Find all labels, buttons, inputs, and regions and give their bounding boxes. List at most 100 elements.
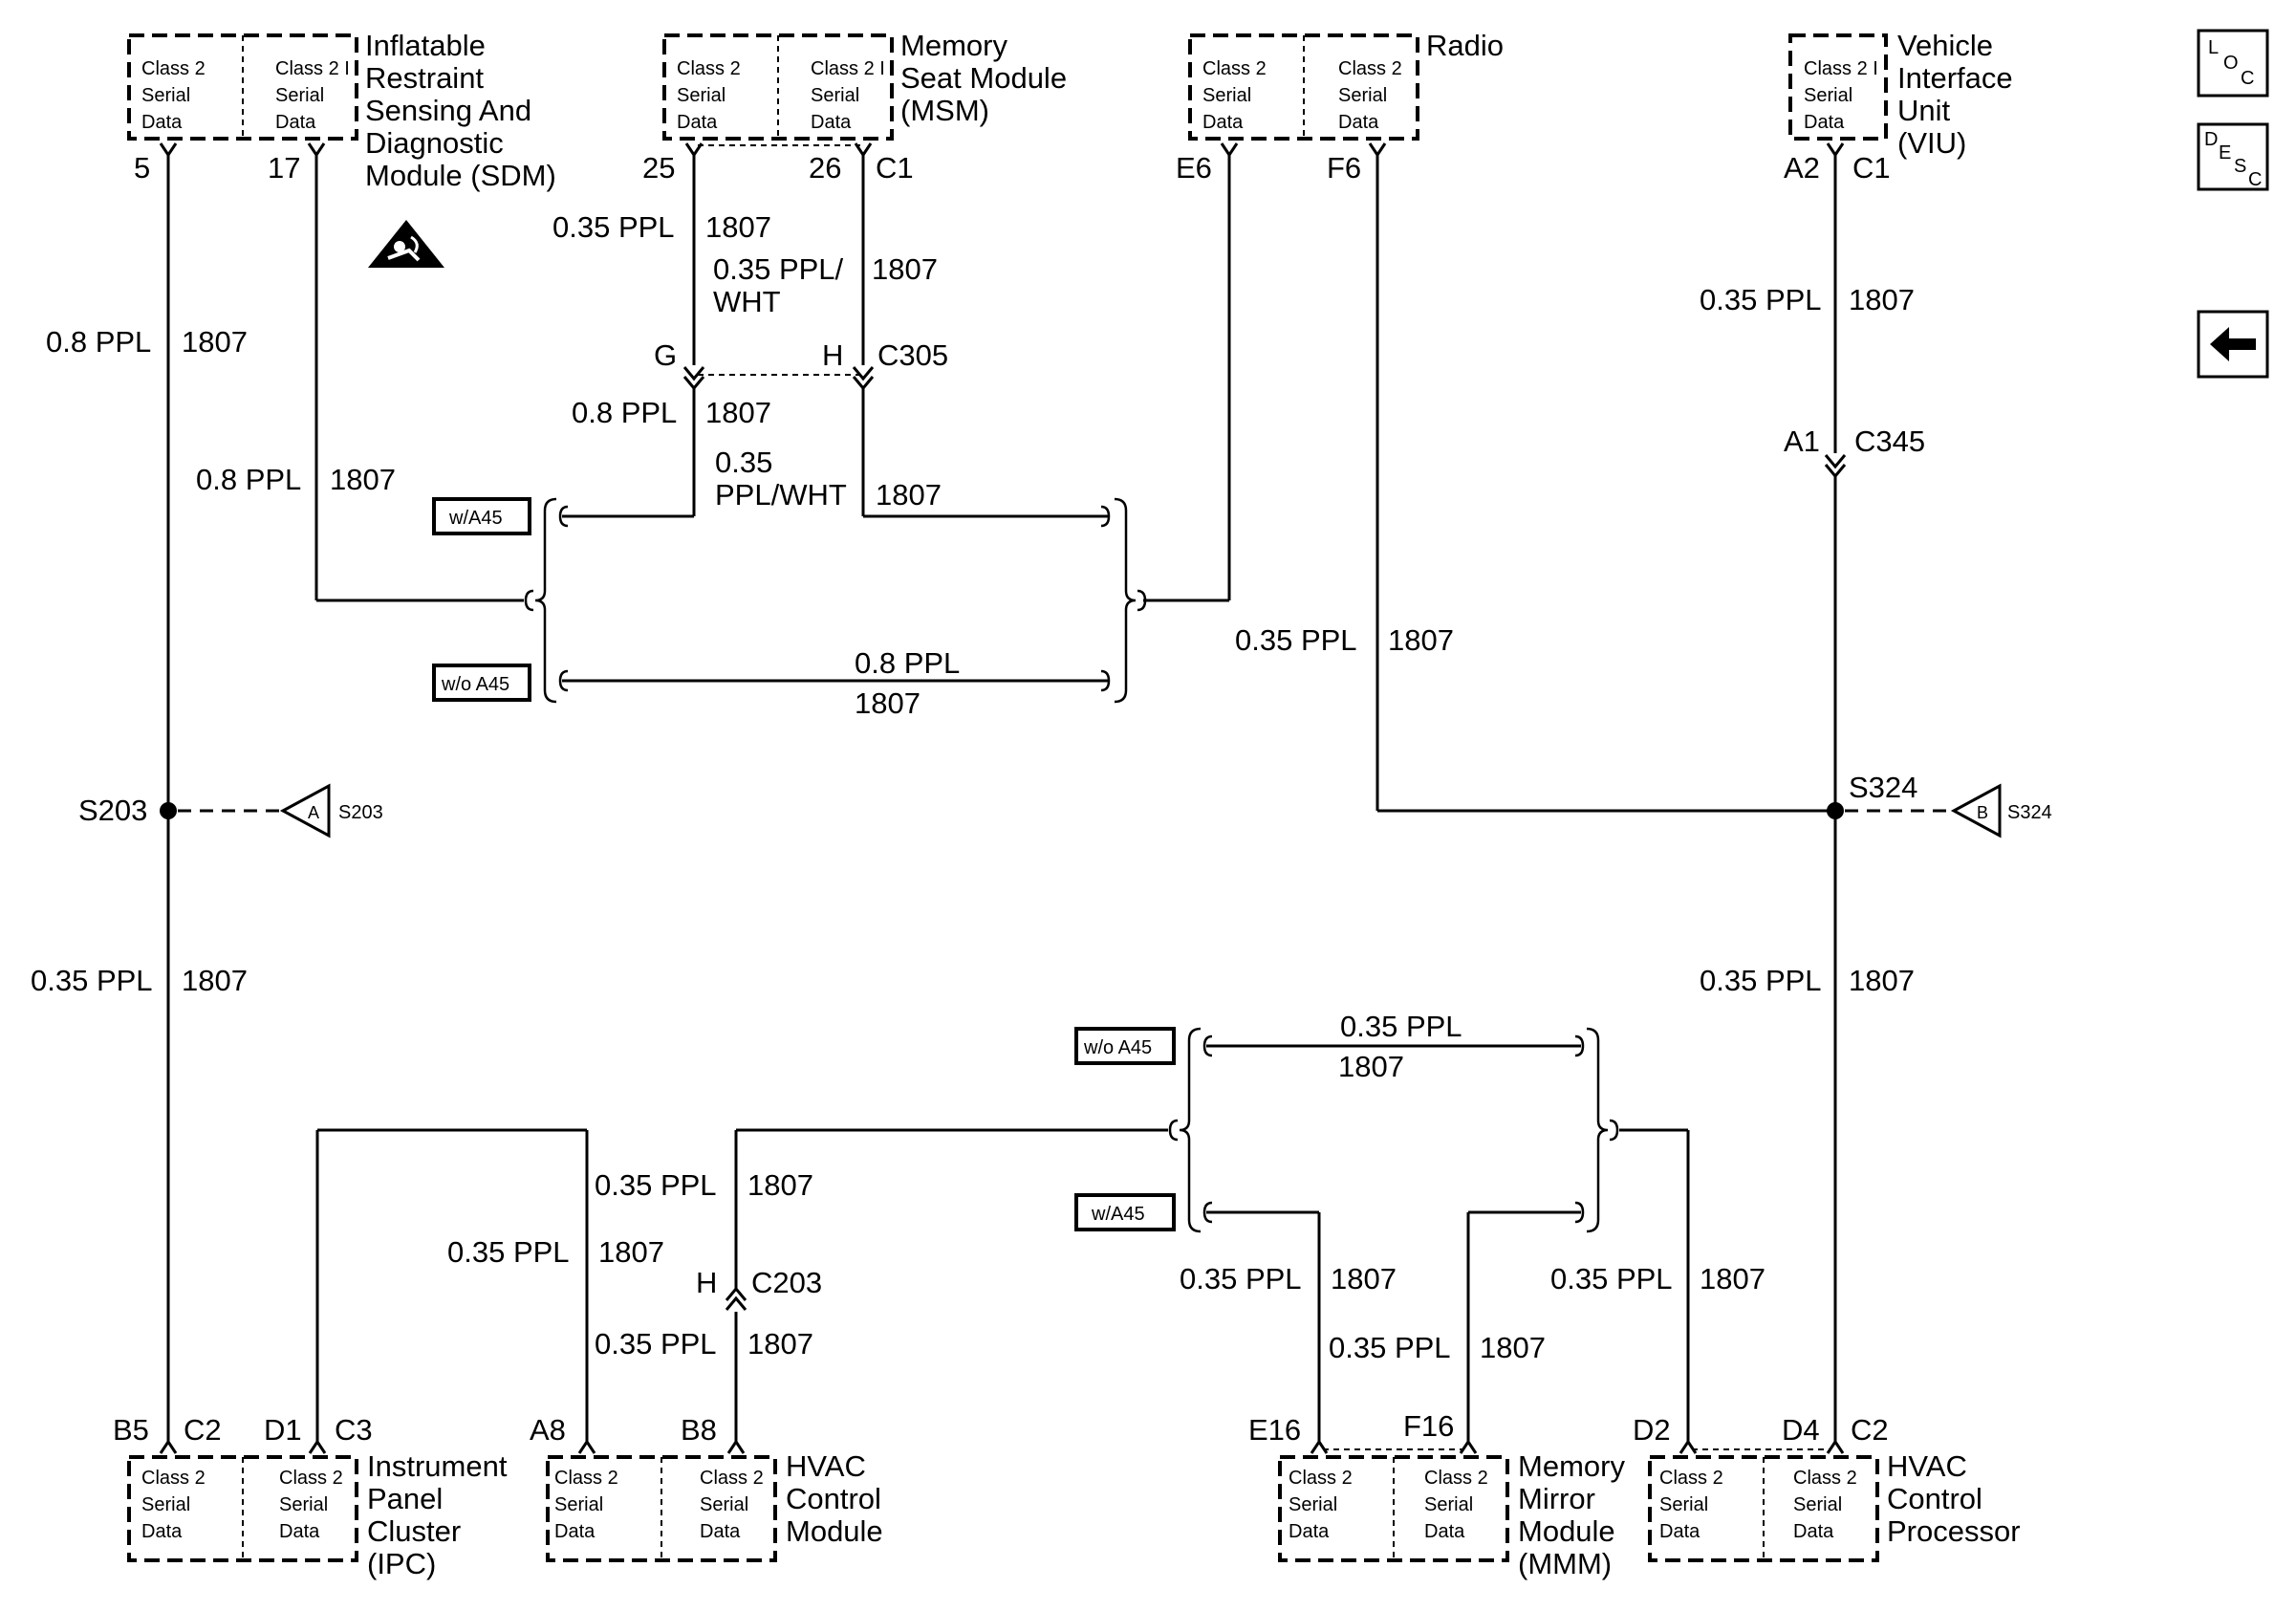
hvac-control-processor: Class 2 Serial Data Class 2 Serial Data …: [1633, 1413, 2021, 1562]
option-tag-without-a45-bottom: w/o A45: [1074, 1027, 1176, 1065]
svg-text:1807: 1807: [1700, 1262, 1765, 1295]
wire-msm-pin25: [562, 142, 705, 518]
svg-text:Data: Data: [1202, 112, 1244, 133]
wire-ipc-d1: [308, 1128, 596, 1454]
back-arrow-icon: [2210, 327, 2256, 361]
svg-text:Data: Data: [141, 112, 183, 133]
wire-radio-f6: [1368, 142, 1835, 813]
svg-text:Control: Control: [786, 1482, 881, 1515]
wire-hvac-b8: [725, 1128, 1168, 1454]
svg-text:1807: 1807: [855, 686, 921, 720]
svg-text:Class 2: Class 2: [1659, 1468, 1723, 1489]
svg-text:Diagnostic: Diagnostic: [365, 126, 504, 160]
svg-text:Data: Data: [141, 1521, 183, 1542]
sdm-name: Inflatable: [365, 29, 486, 62]
svg-text:Data: Data: [700, 1521, 741, 1542]
msm-name: Memory: [900, 29, 1007, 62]
svg-text:0.8 PPL: 0.8 PPL: [196, 463, 301, 496]
svg-text:Data: Data: [1793, 1521, 1834, 1542]
svg-text:Serial: Serial: [677, 85, 726, 106]
svg-text:S203: S203: [338, 802, 383, 823]
svg-text:Data: Data: [1289, 1521, 1330, 1542]
sdm-module: Class 2 Serial Data Class 2 I Serial Dat…: [127, 29, 556, 192]
svg-text:0.35 PPL: 0.35 PPL: [1340, 1010, 1462, 1043]
svg-text:Unit: Unit: [1897, 94, 1951, 127]
svg-text:A8: A8: [530, 1413, 566, 1447]
svg-text:PPL/WHT: PPL/WHT: [715, 478, 847, 512]
svg-text:B8: B8: [681, 1413, 717, 1447]
hvac-control-module: Class 2 Serial Data Class 2 Serial Data …: [530, 1413, 883, 1562]
svg-text:0.35 PPL: 0.35 PPL: [1235, 623, 1357, 657]
svg-text:(IPC): (IPC): [367, 1547, 436, 1580]
svg-text:0.35 PPL: 0.35 PPL: [552, 210, 675, 244]
svg-text:1807: 1807: [747, 1327, 813, 1361]
svg-text:Serial: Serial: [1289, 1494, 1337, 1515]
svg-text:0.35 PPL: 0.35 PPL: [595, 1168, 717, 1202]
svg-text:Serial: Serial: [554, 1494, 603, 1515]
svg-text:D2: D2: [1633, 1413, 1671, 1447]
desc-button[interactable]: D E S C: [2197, 122, 2269, 191]
svg-text:Processor: Processor: [1887, 1514, 2021, 1548]
svg-text:Serial: Serial: [279, 1494, 328, 1515]
svg-text:Class 2: Class 2: [141, 1468, 206, 1489]
svg-text:C2: C2: [184, 1413, 222, 1447]
wire-sdm-pin5: [159, 142, 178, 1454]
viu-module: Class 2 I Serial Data Vehicle Interface …: [1784, 29, 2013, 185]
svg-text:Sensing And: Sensing And: [365, 94, 531, 127]
svg-text:Class 2: Class 2: [700, 1468, 764, 1489]
svg-text:Class 2 I: Class 2 I: [811, 58, 885, 79]
svg-text:Data: Data: [811, 112, 852, 133]
svg-text:0.35 PPL: 0.35 PPL: [1329, 1331, 1451, 1364]
airbag-warning-icon: [368, 220, 444, 268]
svg-text:Module: Module: [786, 1514, 883, 1548]
svg-text:1807: 1807: [330, 463, 396, 496]
svg-text:1807: 1807: [872, 252, 938, 286]
svg-text:1807: 1807: [182, 325, 248, 359]
svg-text:D4: D4: [1782, 1413, 1820, 1447]
svg-text:Module: Module: [1518, 1514, 1615, 1548]
svg-text:Panel: Panel: [367, 1482, 443, 1515]
svg-text:1807: 1807: [1331, 1262, 1397, 1295]
svg-text:Serial: Serial: [811, 85, 859, 106]
svg-text:C2: C2: [1851, 1413, 1889, 1447]
svg-text:Class 2: Class 2: [677, 58, 741, 79]
svg-text:C305: C305: [877, 338, 948, 372]
radio-module: Class 2 Serial Data Class 2 Serial Data …: [1176, 29, 1504, 185]
svg-text:w/o A45: w/o A45: [441, 674, 509, 695]
svg-text:Data: Data: [1659, 1521, 1700, 1542]
svg-text:0.35 PPL: 0.35 PPL: [1180, 1262, 1302, 1295]
ipc-name: Instrument: [367, 1449, 508, 1483]
back-button[interactable]: [2197, 310, 2269, 379]
radio-name: Radio: [1426, 29, 1504, 62]
svg-text:E16: E16: [1248, 1413, 1301, 1447]
wire-viu-a2: [1824, 142, 1847, 1454]
svg-text:C1: C1: [1852, 151, 1891, 185]
svg-text:1807: 1807: [1849, 964, 1915, 997]
svg-text:Data: Data: [1804, 112, 1845, 133]
svg-text:Class 2: Class 2: [1289, 1468, 1353, 1489]
svg-text:1807: 1807: [705, 210, 771, 244]
mmm-name: Memory: [1518, 1449, 1625, 1483]
svg-text:(MMM): (MMM): [1518, 1547, 1612, 1580]
svg-text:1807: 1807: [747, 1168, 813, 1202]
svg-text:Class 2: Class 2: [141, 58, 206, 79]
svg-text:Data: Data: [677, 112, 718, 133]
svg-text:C1: C1: [876, 151, 914, 185]
ipc-module: Class 2 Serial Data Class 2 Serial Data …: [113, 1413, 508, 1580]
svg-text:C: C: [2248, 169, 2262, 190]
loc-button[interactable]: L O C: [2197, 29, 2269, 98]
svg-text:O: O: [2223, 53, 2239, 74]
svg-text:F16: F16: [1403, 1409, 1454, 1443]
svg-text:Serial: Serial: [1804, 85, 1852, 106]
svg-text:1807: 1807: [1338, 1050, 1404, 1083]
splice-s203: S203 A S203: [78, 783, 383, 838]
splice-s324: S324 B S324: [1827, 771, 2052, 838]
svg-text:A2: A2: [1784, 151, 1820, 185]
hvac-processor-name: HVAC: [1887, 1449, 1967, 1483]
svg-text:Class 2: Class 2: [1424, 1468, 1488, 1489]
svg-text:0.35 PPL: 0.35 PPL: [1550, 1262, 1673, 1295]
svg-text:0.8 PPL: 0.8 PPL: [46, 325, 151, 359]
svg-text:Class 2: Class 2: [554, 1468, 618, 1489]
svg-text:Serial: Serial: [1793, 1494, 1842, 1515]
